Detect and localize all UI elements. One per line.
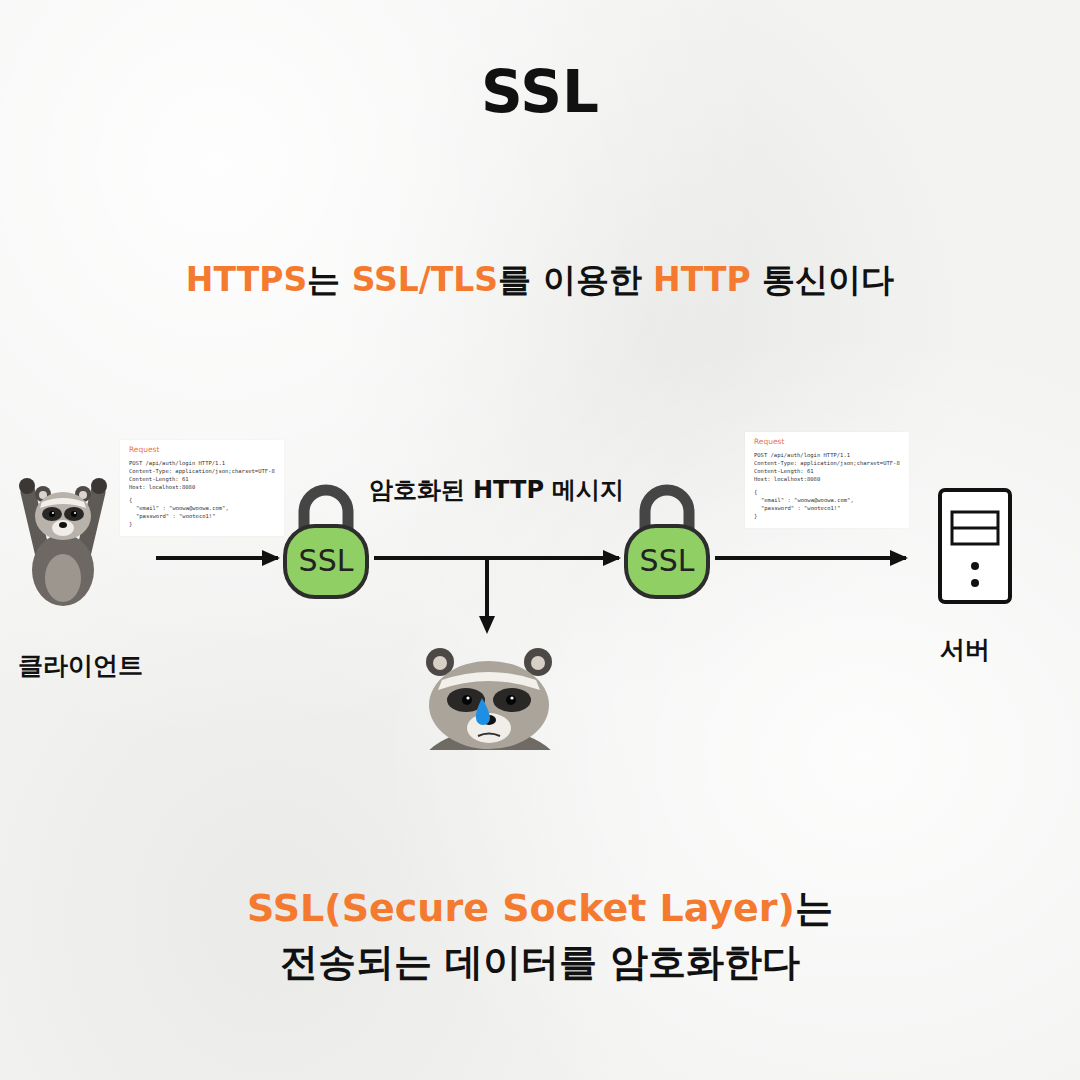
- request-box: RequestPOST /api/auth/login HTTP/1.1Cont…: [120, 440, 284, 536]
- highlight-text: SSL/TLS: [352, 260, 498, 299]
- plain-text: 는: [307, 260, 352, 299]
- request-heading: Request: [754, 437, 900, 446]
- request-line: Content-Type: application/json;charset=U…: [129, 468, 275, 476]
- server-icon: [940, 490, 1010, 602]
- subtitle: HTTPS는 SSL/TLS를 이용한 HTTP 통신이다: [0, 258, 1080, 303]
- request-box: RequestPOST /api/auth/login HTTP/1.1Cont…: [745, 432, 909, 528]
- request-line: Host: localhost:8080: [754, 476, 900, 484]
- caption: SSL(Secure Socket Layer)는 전송되는 데이터를 암호화한…: [0, 882, 1080, 990]
- node-label: SSL: [280, 543, 372, 578]
- endpoint: 서버: [908, 486, 1022, 666]
- request-line: Host: localhost:8080: [129, 484, 275, 492]
- connector-label: 암호화된 HTTP 메시지: [369, 474, 625, 506]
- request-line: }: [754, 513, 900, 521]
- client-raccoon: [19, 478, 107, 606]
- node-label: 클라이언트: [6, 649, 154, 682]
- plain-text: 전송되는 데이터를 암호화한다: [280, 940, 800, 984]
- plain-text: 를 이용한: [498, 260, 653, 299]
- arrow-connector: [374, 556, 619, 560]
- lock-shape: [280, 476, 372, 601]
- request-line: "password" : "wooteco1!": [754, 505, 900, 513]
- plain-text: 통신이다: [751, 260, 895, 299]
- crying-raccoon: [420, 648, 560, 750]
- request-line: "email" : "woowa@woowa.com",: [129, 505, 275, 513]
- arrow-connector: [715, 556, 906, 560]
- lock-shape: [621, 476, 713, 601]
- request-line: POST /api/auth/login HTTP/1.1: [754, 452, 900, 460]
- ssl-lock: SSL: [621, 476, 713, 601]
- request-line: Content-Type: application/json;charset=U…: [754, 460, 900, 468]
- node-label: 서버: [908, 633, 1022, 666]
- arrow-connector: [156, 556, 278, 560]
- request-line: {: [754, 489, 900, 497]
- highlight-text: SSL(Secure Socket Layer): [247, 886, 795, 930]
- title: SSL: [0, 58, 1080, 126]
- request-line: POST /api/auth/login HTTP/1.1: [129, 460, 275, 468]
- highlight-text: HTTP: [653, 260, 751, 299]
- request-line: {: [129, 497, 275, 505]
- intercept-arrow: [485, 560, 489, 626]
- node-label: SSL: [621, 543, 713, 578]
- request-line: Content-Length: 61: [129, 476, 275, 484]
- request-heading: Request: [129, 445, 275, 454]
- plain-text: 는: [795, 886, 833, 930]
- request-line: "password" : "wooteco1!": [129, 513, 275, 521]
- ssl-lock: SSL: [280, 476, 372, 601]
- request-line: }: [129, 521, 275, 529]
- request-line: Content-Length: 61: [754, 468, 900, 476]
- highlight-text: HTTPS: [186, 260, 307, 299]
- request-line: "email" : "woowa@woowa.com",: [754, 497, 900, 505]
